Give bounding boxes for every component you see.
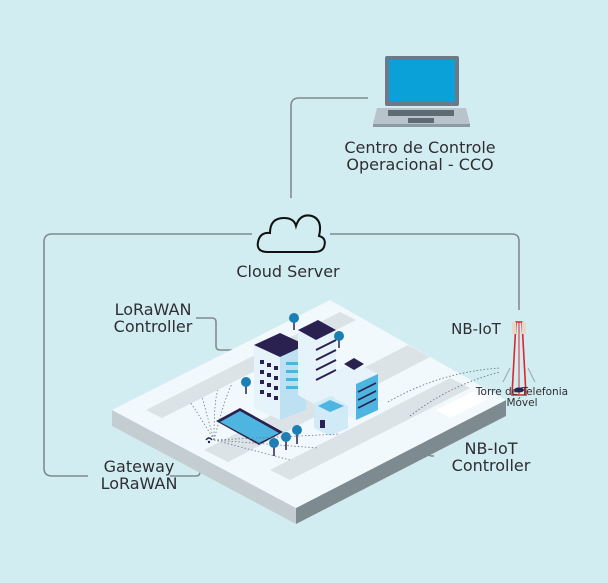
lorawan-controller-label: LoRaWAN Controller [113, 300, 193, 336]
building-stripe [298, 320, 337, 405]
pool [216, 408, 283, 445]
building-tall [254, 333, 306, 420]
tree-icon [289, 313, 299, 330]
cell-tower-icon [502, 321, 536, 396]
wifi-gateway-icon [205, 437, 213, 444]
cell-tower-label: Torre de Telefonia Móvel [475, 386, 569, 410]
tree-icon [281, 432, 291, 450]
tree-icon [334, 331, 344, 348]
laptop-icon [373, 56, 470, 127]
nbiot-label: NB-IoT [451, 320, 501, 338]
tree-icon [292, 425, 302, 444]
cloud-server-label: Cloud Server [236, 262, 340, 281]
building-small [314, 396, 348, 436]
cloud-to-gateway-line [43, 233, 252, 477]
cloud-to-tower-line [330, 233, 520, 310]
lorawan-links [189, 383, 341, 461]
nbiot-controller-label: NB-IoT Controller [451, 439, 531, 475]
cloud-to-cco-line [290, 97, 368, 198]
cloud-icon [256, 214, 326, 253]
tree-icon [241, 377, 251, 394]
nbiot-links [387, 367, 501, 417]
trees [241, 313, 344, 456]
tree-icon [269, 438, 279, 456]
gateway-lorawan-label: Gateway LoRaWAN [100, 457, 178, 493]
lorawan-controller-leader [196, 317, 239, 356]
cco-label: Centro de Controle Operacional - CCO [344, 138, 496, 174]
